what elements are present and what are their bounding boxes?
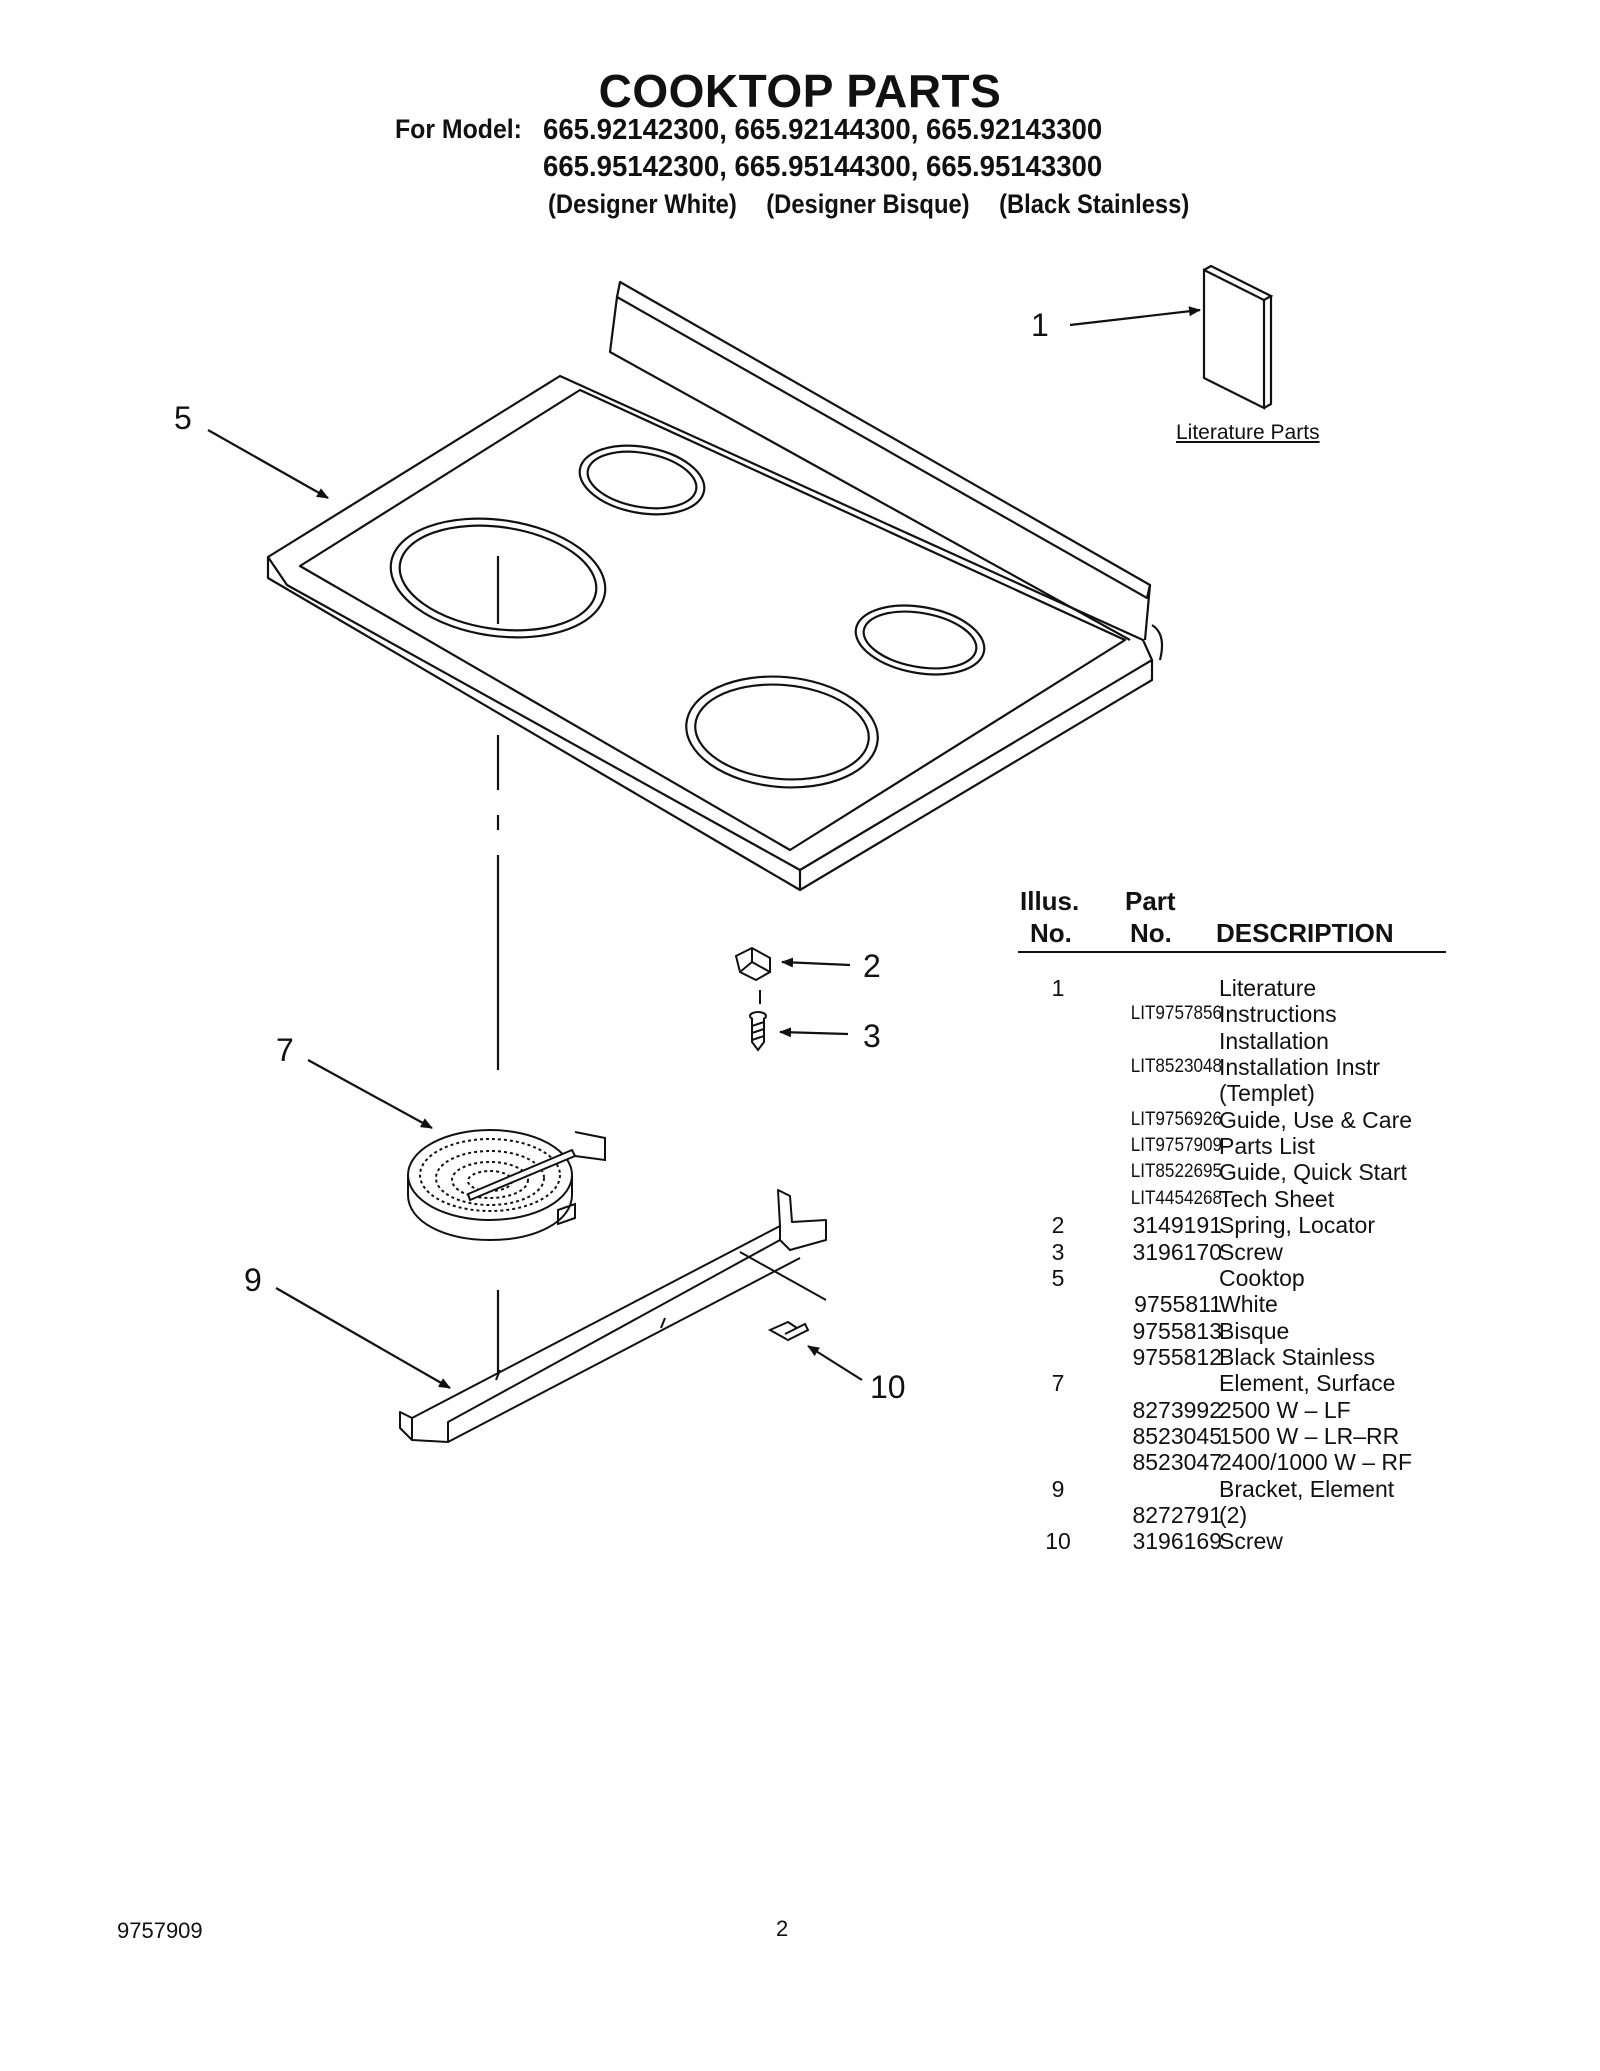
part-number: 9755813: [1132, 1317, 1222, 1344]
element-bracket-illustration: [399, 1189, 827, 1443]
page-title: COOKTOP PARTS: [598, 65, 1002, 117]
locator-spring-illustration: [734, 946, 771, 1004]
part-description: Parts List: [1219, 1133, 1315, 1160]
part-description: Installation: [1219, 1027, 1329, 1054]
document-number: 9757909: [117, 1918, 203, 1943]
part-number: 8272791: [1132, 1502, 1222, 1528]
page-number: 2: [776, 1916, 789, 1941]
callout-7: 7: [276, 1032, 294, 1068]
color-variant-bisque: (Designer Bisque): [766, 189, 970, 219]
callout-arrows: [207, 306, 1201, 1389]
part-description: Black Stainless: [1219, 1343, 1375, 1370]
table-header-rule: [1018, 951, 1446, 953]
model-numbers-line-2: 665.95142300, 665.95144300, 665.95143300: [543, 151, 1103, 183]
callout-2: 2: [863, 948, 881, 984]
part-description: Spring, Locator: [1219, 1212, 1375, 1239]
illus-number: 9: [1051, 1475, 1065, 1502]
part-description: Literature: [1219, 975, 1317, 1001]
part-number: 8523045: [1132, 1422, 1222, 1449]
part-number: 3149191: [1132, 1212, 1222, 1239]
callout-3: 3: [863, 1018, 881, 1054]
part-description: Screw: [1219, 1238, 1283, 1265]
illus-header-line-1: Illus.: [1020, 886, 1080, 916]
surface-element-illustration: [407, 1129, 606, 1242]
part-description: 1500 W – LR–RR: [1219, 1422, 1400, 1449]
part-description: Tech Sheet: [1219, 1185, 1335, 1212]
model-numbers-line-1: 665.92142300, 665.92144300, 665.92143300: [543, 114, 1103, 146]
callout-9: 9: [244, 1262, 262, 1298]
cooktop-illustration: [266, 280, 1164, 892]
part-description: White: [1219, 1291, 1278, 1318]
literature-parts-illustration: [1202, 264, 1274, 410]
illus-number: 5: [1051, 1264, 1065, 1291]
part-description: Cooktop: [1219, 1264, 1305, 1291]
part-description: Installation Instr: [1219, 1054, 1381, 1081]
screw-small-illustration: [749, 1011, 767, 1052]
callout-5: 5: [174, 400, 192, 436]
part-description: Screw: [1219, 1528, 1283, 1555]
part-description: Bisque: [1219, 1317, 1290, 1344]
part-number: 8273992: [1132, 1396, 1222, 1423]
color-variant-black-stainless: (Black Stainless): [999, 189, 1190, 219]
illus-header-line-2: No.: [1030, 918, 1072, 948]
literature-parts-caption: Literature Parts: [1176, 421, 1320, 444]
part-header-line-2: No.: [1130, 918, 1172, 948]
part-description: Guide, Use & Care: [1219, 1106, 1413, 1133]
part-number: 9755811: [1134, 1291, 1222, 1318]
illus-number: 7: [1051, 1370, 1065, 1397]
part-number: LIT8523048: [1130, 1056, 1222, 1078]
part-number: 3196170: [1132, 1238, 1222, 1265]
part-description: 2500 W – LF: [1219, 1396, 1351, 1423]
screw-bracket-illustration: [767, 1320, 810, 1342]
illus-number: 3: [1051, 1238, 1065, 1265]
part-header-line-1: Part: [1125, 886, 1176, 916]
part-number: 8523047: [1132, 1449, 1222, 1476]
illus-number: 1: [1051, 975, 1065, 1001]
part-description: Element, Surface: [1219, 1370, 1396, 1397]
part-number: LIT9757856: [1130, 1003, 1222, 1025]
part-number: LIT4454268: [1130, 1187, 1222, 1209]
color-variants: (Designer White) (Designer Bisque) (Blac…: [548, 189, 1212, 220]
part-description: (Templet): [1219, 1080, 1315, 1107]
part-description: Guide, Quick Start: [1219, 1159, 1407, 1186]
description-header: DESCRIPTION: [1216, 918, 1394, 948]
part-description: (2): [1219, 1502, 1248, 1528]
callout-10: 10: [870, 1369, 906, 1405]
part-number: LIT9757909: [1130, 1135, 1222, 1157]
part-description: Bracket, Element: [1219, 1475, 1395, 1502]
part-number: 3196169: [1132, 1528, 1222, 1555]
part-description: 2400/1000 W – RF: [1219, 1449, 1413, 1476]
for-model-label: For Model:: [395, 114, 522, 144]
part-description: Instructions: [1219, 1001, 1337, 1028]
part-number: 9755812: [1132, 1343, 1222, 1370]
callout-1: 1: [1031, 307, 1049, 343]
part-number: LIT9756926: [1130, 1108, 1222, 1130]
illus-number: 10: [1045, 1528, 1071, 1555]
color-variant-white: (Designer White): [548, 189, 737, 219]
part-number: LIT8522695: [1130, 1161, 1222, 1183]
illus-number: 2: [1051, 1212, 1065, 1239]
